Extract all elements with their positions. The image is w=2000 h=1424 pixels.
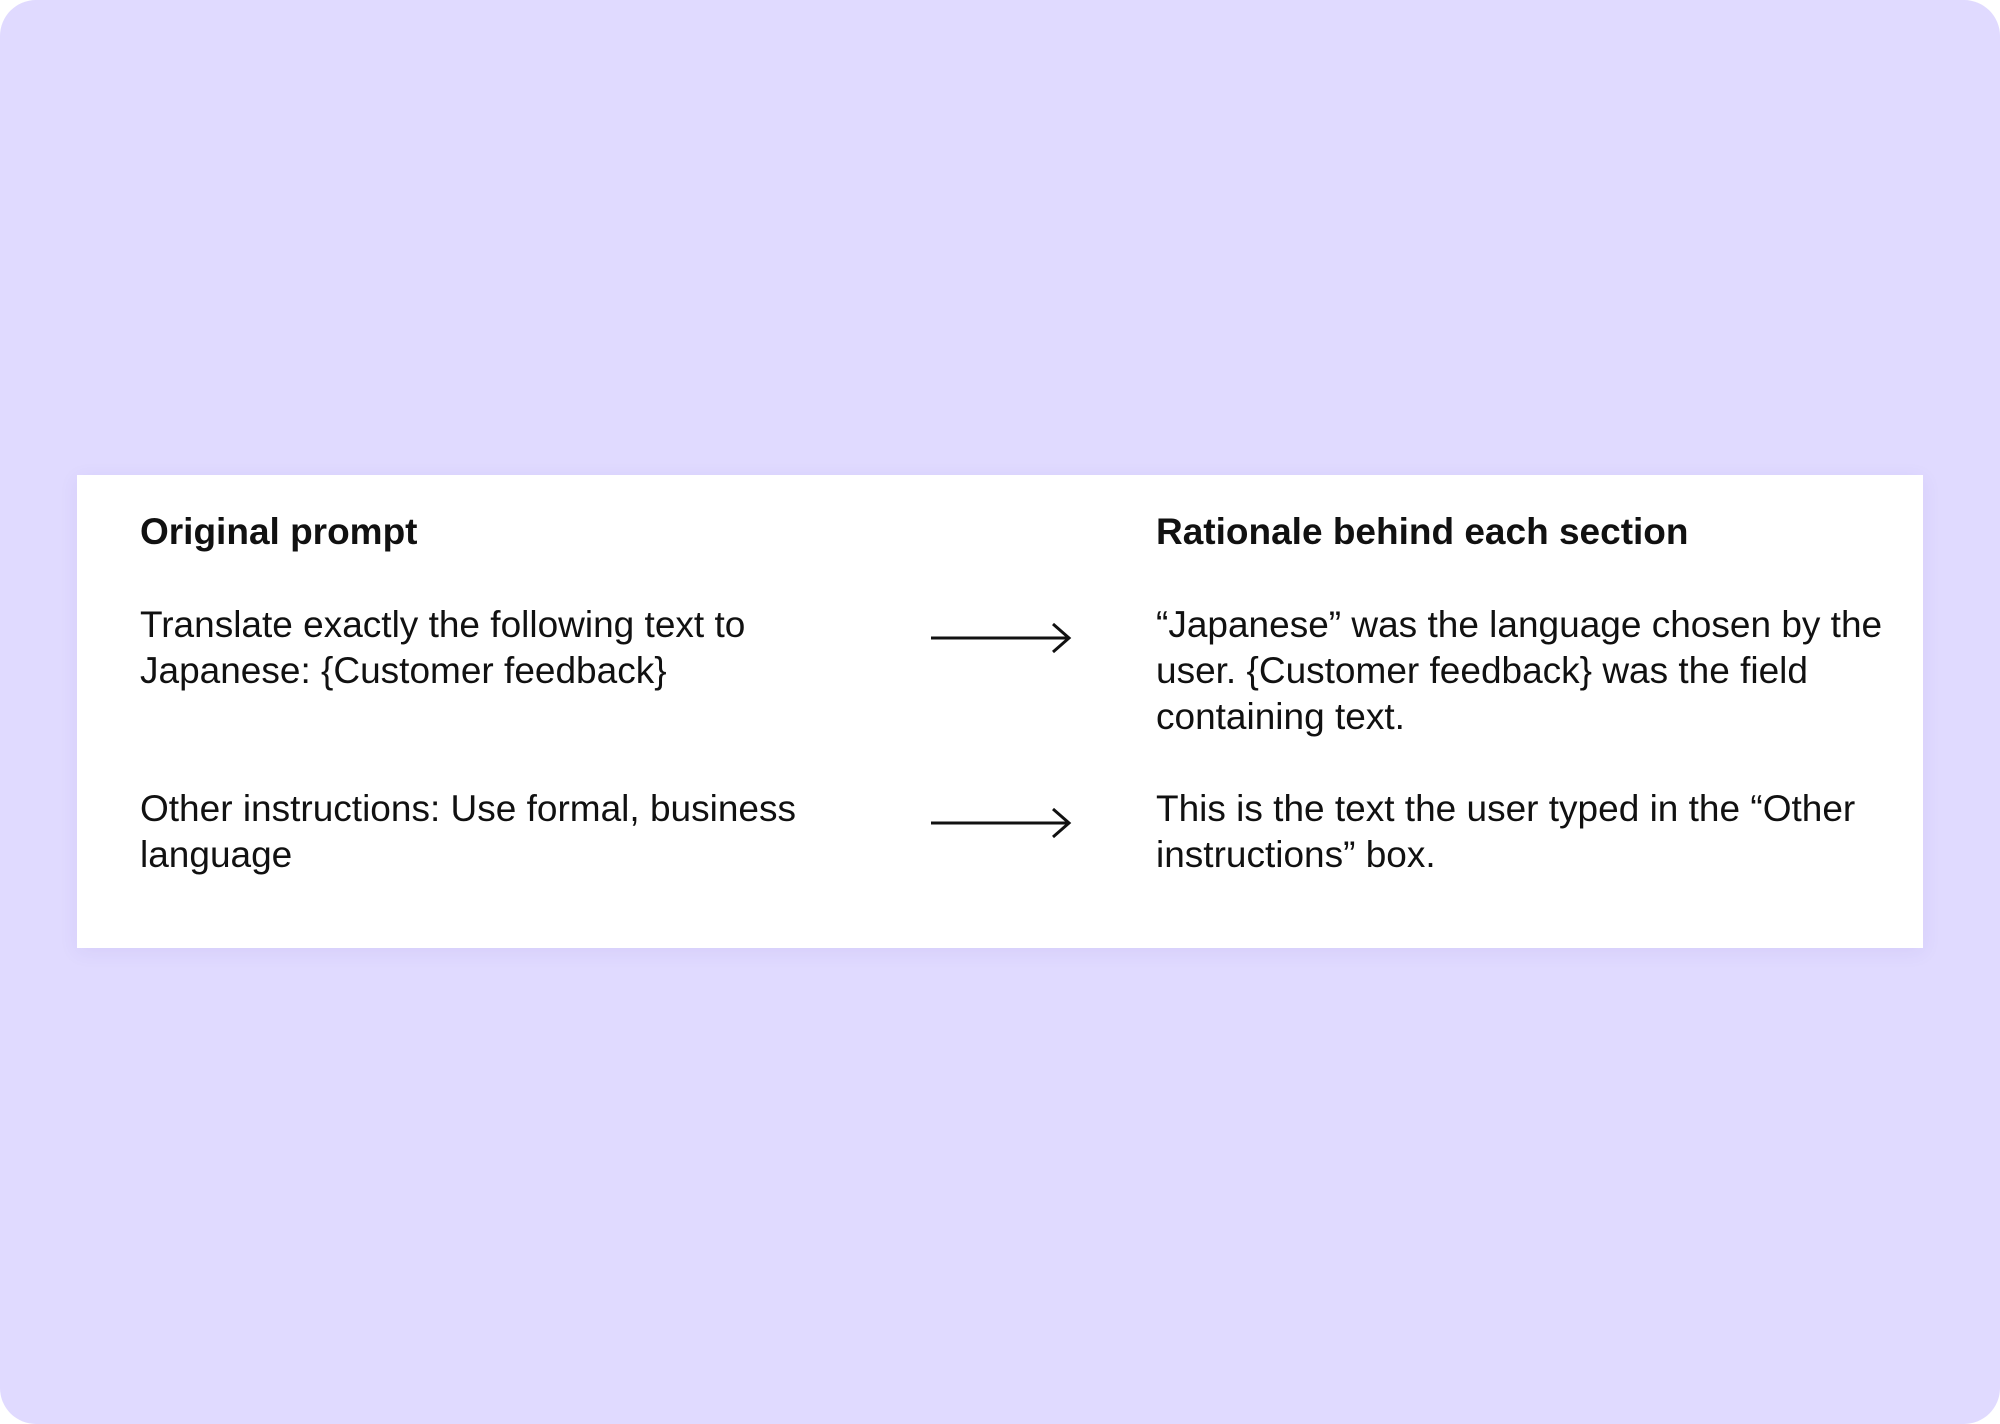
arrow-right-icon bbox=[931, 622, 1072, 654]
arrow-right-icon bbox=[931, 807, 1072, 839]
prompt-row-2: Other instructions: Use formal, business… bbox=[140, 788, 796, 875]
rationale-row-2: This is the text the user typed in the “… bbox=[1156, 788, 1856, 875]
prompt-row-1: Translate exactly the following text to … bbox=[140, 604, 746, 691]
header-original-prompt: Original prompt bbox=[140, 511, 418, 552]
header-rationale: Rationale behind each section bbox=[1156, 511, 1689, 552]
comparison-card: Original prompt Rationale behind each se… bbox=[77, 475, 1923, 948]
rationale-row-1: “Japanese” was the language chosen by th… bbox=[1156, 604, 1883, 737]
